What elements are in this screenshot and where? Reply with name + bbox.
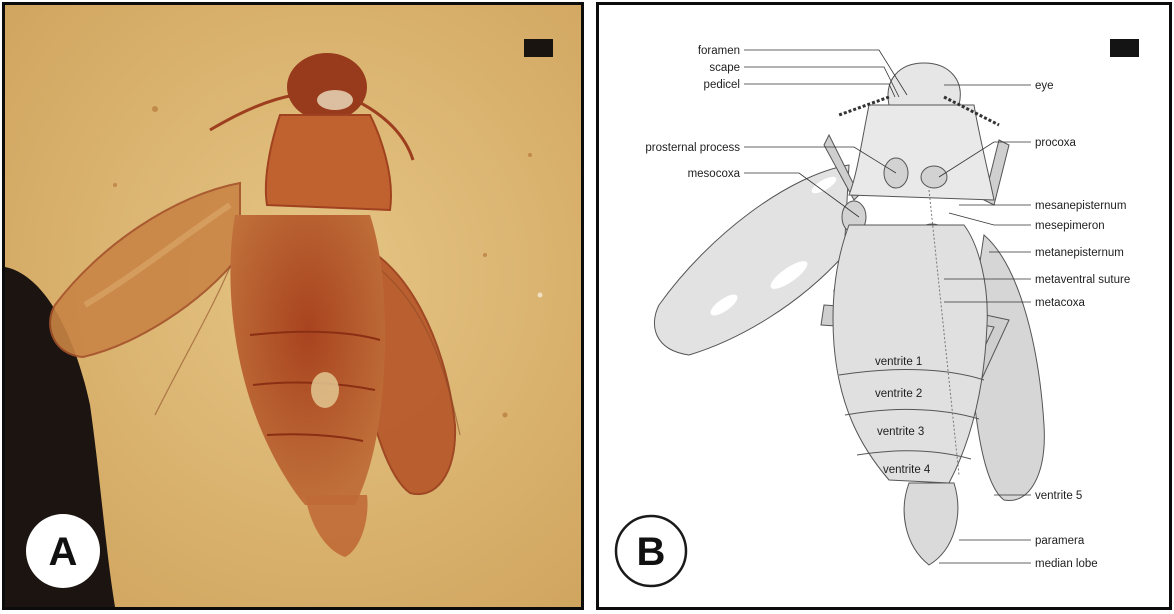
label-median-lobe: median lobe	[1035, 558, 1098, 570]
label-procoxa: procoxa	[1035, 137, 1077, 149]
label-metanepisternum: metanepisternum	[1035, 247, 1124, 259]
label-metaventral-suture: metaventral suture	[1035, 274, 1130, 286]
label-ventrite-4: ventrite 4	[883, 464, 931, 476]
label-scape: scape	[709, 62, 740, 74]
label-metacoxa: metacoxa	[1035, 297, 1085, 309]
label-ventrite-5: ventrite 5	[1035, 490, 1082, 502]
scale-bar	[1110, 39, 1139, 57]
label-paramera: paramera	[1035, 535, 1085, 547]
panel-a-badge-letter: A	[49, 530, 78, 574]
beetle-diagram: foramen scape pedicel eye prosternal pro…	[599, 5, 1169, 607]
label-mesepimeron: mesepimeron	[1035, 220, 1105, 232]
fossil-photo-graphic: A	[5, 5, 581, 607]
fossil-pronotum	[266, 115, 391, 210]
label-foramen: foramen	[698, 45, 740, 57]
label-ventrite-3: ventrite 3	[877, 426, 924, 438]
label-mesocoxa: mesocoxa	[688, 168, 741, 180]
label-prosternal-process: prosternal process	[645, 142, 740, 154]
fossil-head	[287, 53, 367, 121]
panel-b-badge-letter: B	[637, 530, 666, 574]
panel-b-diagram: foramen scape pedicel eye prosternal pro…	[596, 2, 1172, 610]
label-mesanepisternum: mesanepisternum	[1035, 200, 1126, 212]
panel-a-fossil-photo: A	[2, 2, 584, 610]
label-ventrite-1: ventrite 1	[875, 356, 922, 368]
label-ventrite-2: ventrite 2	[875, 388, 922, 400]
label-pedicel: pedicel	[704, 79, 740, 91]
scale-bar	[524, 39, 553, 57]
label-eye: eye	[1035, 80, 1054, 92]
